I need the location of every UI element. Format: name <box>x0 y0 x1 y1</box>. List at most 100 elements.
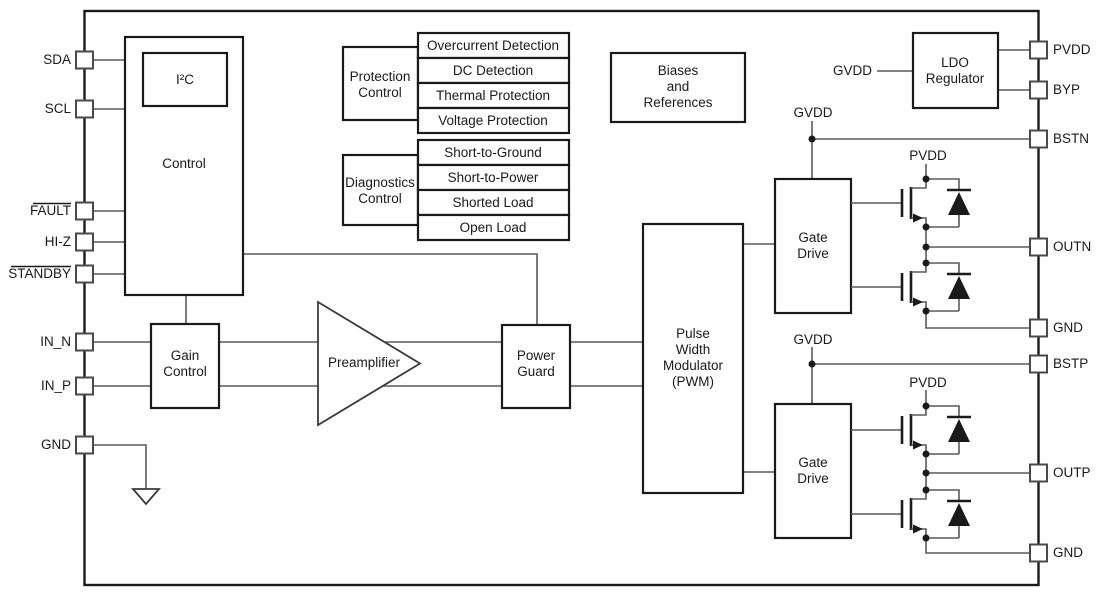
power-guard-label: Guard <box>517 364 555 379</box>
protection-control-label: Control <box>358 85 402 100</box>
list-row <box>416 56 571 85</box>
low-side-nmos-icon <box>849 485 973 543</box>
high-side-nmos-icon <box>849 401 973 459</box>
diagnostics-function-list: Short-to-Ground Short-to-Power Shorted L… <box>416 138 571 242</box>
pin-square <box>75 264 94 284</box>
pin-byp: BYP <box>1029 80 1080 100</box>
low-side-nmos-icon <box>849 258 973 316</box>
biases-label: and <box>667 79 690 94</box>
pin-scl: SCL <box>45 99 94 119</box>
pin-standby: STANDBY <box>8 264 94 284</box>
gate-drive-p-label: Gate <box>798 455 827 470</box>
pins-left: SDA SCL FAULT HI-Z STANDBY IN_N IN_P <box>8 50 94 455</box>
block-power-guard: Power Guard <box>500 323 572 410</box>
wires <box>93 49 1030 554</box>
pin-square <box>1029 354 1048 374</box>
pin-square <box>1029 543 1048 563</box>
pin-label: PVDD <box>1053 42 1091 57</box>
list-row <box>416 163 571 192</box>
pin-square <box>1029 40 1048 60</box>
block-diagnostics-control: Diagnostics Control <box>341 153 420 227</box>
pwm-label: Width <box>676 342 711 357</box>
pwm-box <box>641 222 745 495</box>
biases-label: References <box>643 95 712 110</box>
biases-label: Biases <box>658 63 699 78</box>
diagnostics-item: Short-to-Power <box>448 170 539 185</box>
pin-label: GND <box>41 437 71 452</box>
pin-label: OUTN <box>1053 239 1091 254</box>
wire-control-to-powerguard <box>243 253 538 325</box>
pin-label: GND <box>1053 320 1083 335</box>
i2c-label: I²C <box>176 72 194 87</box>
gain-control-label: Control <box>163 364 207 379</box>
pvdd-net-label: PVDD <box>909 375 947 390</box>
pin-bstn: BSTN <box>1029 129 1089 149</box>
i2c-box <box>141 51 229 108</box>
ldo-label: LDO <box>941 55 969 70</box>
pin-label: STANDBY <box>8 266 71 281</box>
gate-drive-p-box <box>773 402 853 540</box>
pin-gnd-p: GND <box>1029 543 1083 563</box>
pin-bstp: BSTP <box>1029 354 1088 374</box>
diagnostics-item: Open Load <box>460 220 527 235</box>
block-gate-drive-outp: Gate Drive <box>773 402 853 540</box>
power-guard-box <box>500 323 572 410</box>
pin-square <box>75 201 94 221</box>
control-label: Control <box>162 156 206 171</box>
block-control: I²C Control <box>123 35 245 297</box>
gate-drive-n-label: Gate <box>798 230 827 245</box>
pin-label: SCL <box>45 101 72 116</box>
gain-control-box <box>149 322 221 410</box>
diagnostics-control-label: Control <box>358 191 402 206</box>
pin-label: BYP <box>1053 82 1080 97</box>
list-row <box>416 106 571 135</box>
pin-square <box>75 376 94 396</box>
diagnostics-item: Shorted Load <box>452 195 533 210</box>
gvdd-n-junction-dot <box>808 135 816 143</box>
pwm-label: (PWM) <box>672 374 714 389</box>
ldo-box <box>911 31 1000 110</box>
pin-hiz: HI-Z <box>45 232 94 252</box>
diagnostics-control-label: Diagnostics <box>345 175 415 190</box>
protection-item: Voltage Protection <box>438 113 548 128</box>
pin-square <box>1029 129 1048 149</box>
gvdd-p-junction-dot <box>808 360 816 368</box>
gvdd-net-label: GVDD <box>793 105 832 120</box>
pin-pvdd: PVDD <box>1029 40 1091 60</box>
ground-symbol-icon <box>131 488 161 506</box>
pwm-label: Modulator <box>663 358 724 373</box>
pwm-label: Pulse <box>676 326 710 341</box>
protection-item: Thermal Protection <box>436 88 550 103</box>
pin-label: BSTN <box>1053 131 1089 146</box>
pin-square <box>75 435 94 455</box>
block-protection-control: Protection Control <box>341 45 420 122</box>
pin-label: HI-Z <box>45 234 71 249</box>
pin-label: IN_N <box>40 334 71 349</box>
protection-control-box <box>341 45 420 122</box>
pin-label: GND <box>1053 545 1083 560</box>
chip-outline <box>83 9 1040 587</box>
protection-function-list: Overcurrent Detection DC Detection Therm… <box>416 31 571 135</box>
protection-item: DC Detection <box>453 63 533 78</box>
pin-inp: IN_P <box>41 376 94 396</box>
pin-square <box>1029 80 1048 100</box>
pin-gnd-n: GND <box>1029 318 1083 338</box>
pin-square <box>75 232 94 252</box>
outp-junction-dot <box>922 469 930 477</box>
list-row <box>416 188 571 217</box>
gain-control-label: Gain <box>171 348 200 363</box>
high-side-nmos-icon <box>849 174 973 232</box>
pin-square <box>75 50 94 70</box>
power-guard-label: Power <box>517 348 556 363</box>
pin-label: BSTP <box>1053 356 1088 371</box>
pin-inn: IN_N <box>40 332 94 352</box>
pin-label: OUTP <box>1053 465 1091 480</box>
preamplifier-label: Preamplifier <box>328 355 401 370</box>
wire-gnd-p <box>925 538 1030 554</box>
output-stage-outp: GVDD PVDD <box>793 332 973 543</box>
gate-drive-p-label: Drive <box>797 471 829 486</box>
list-row <box>416 31 571 60</box>
preamplifier-triangle <box>317 300 422 427</box>
pin-square <box>75 332 94 352</box>
